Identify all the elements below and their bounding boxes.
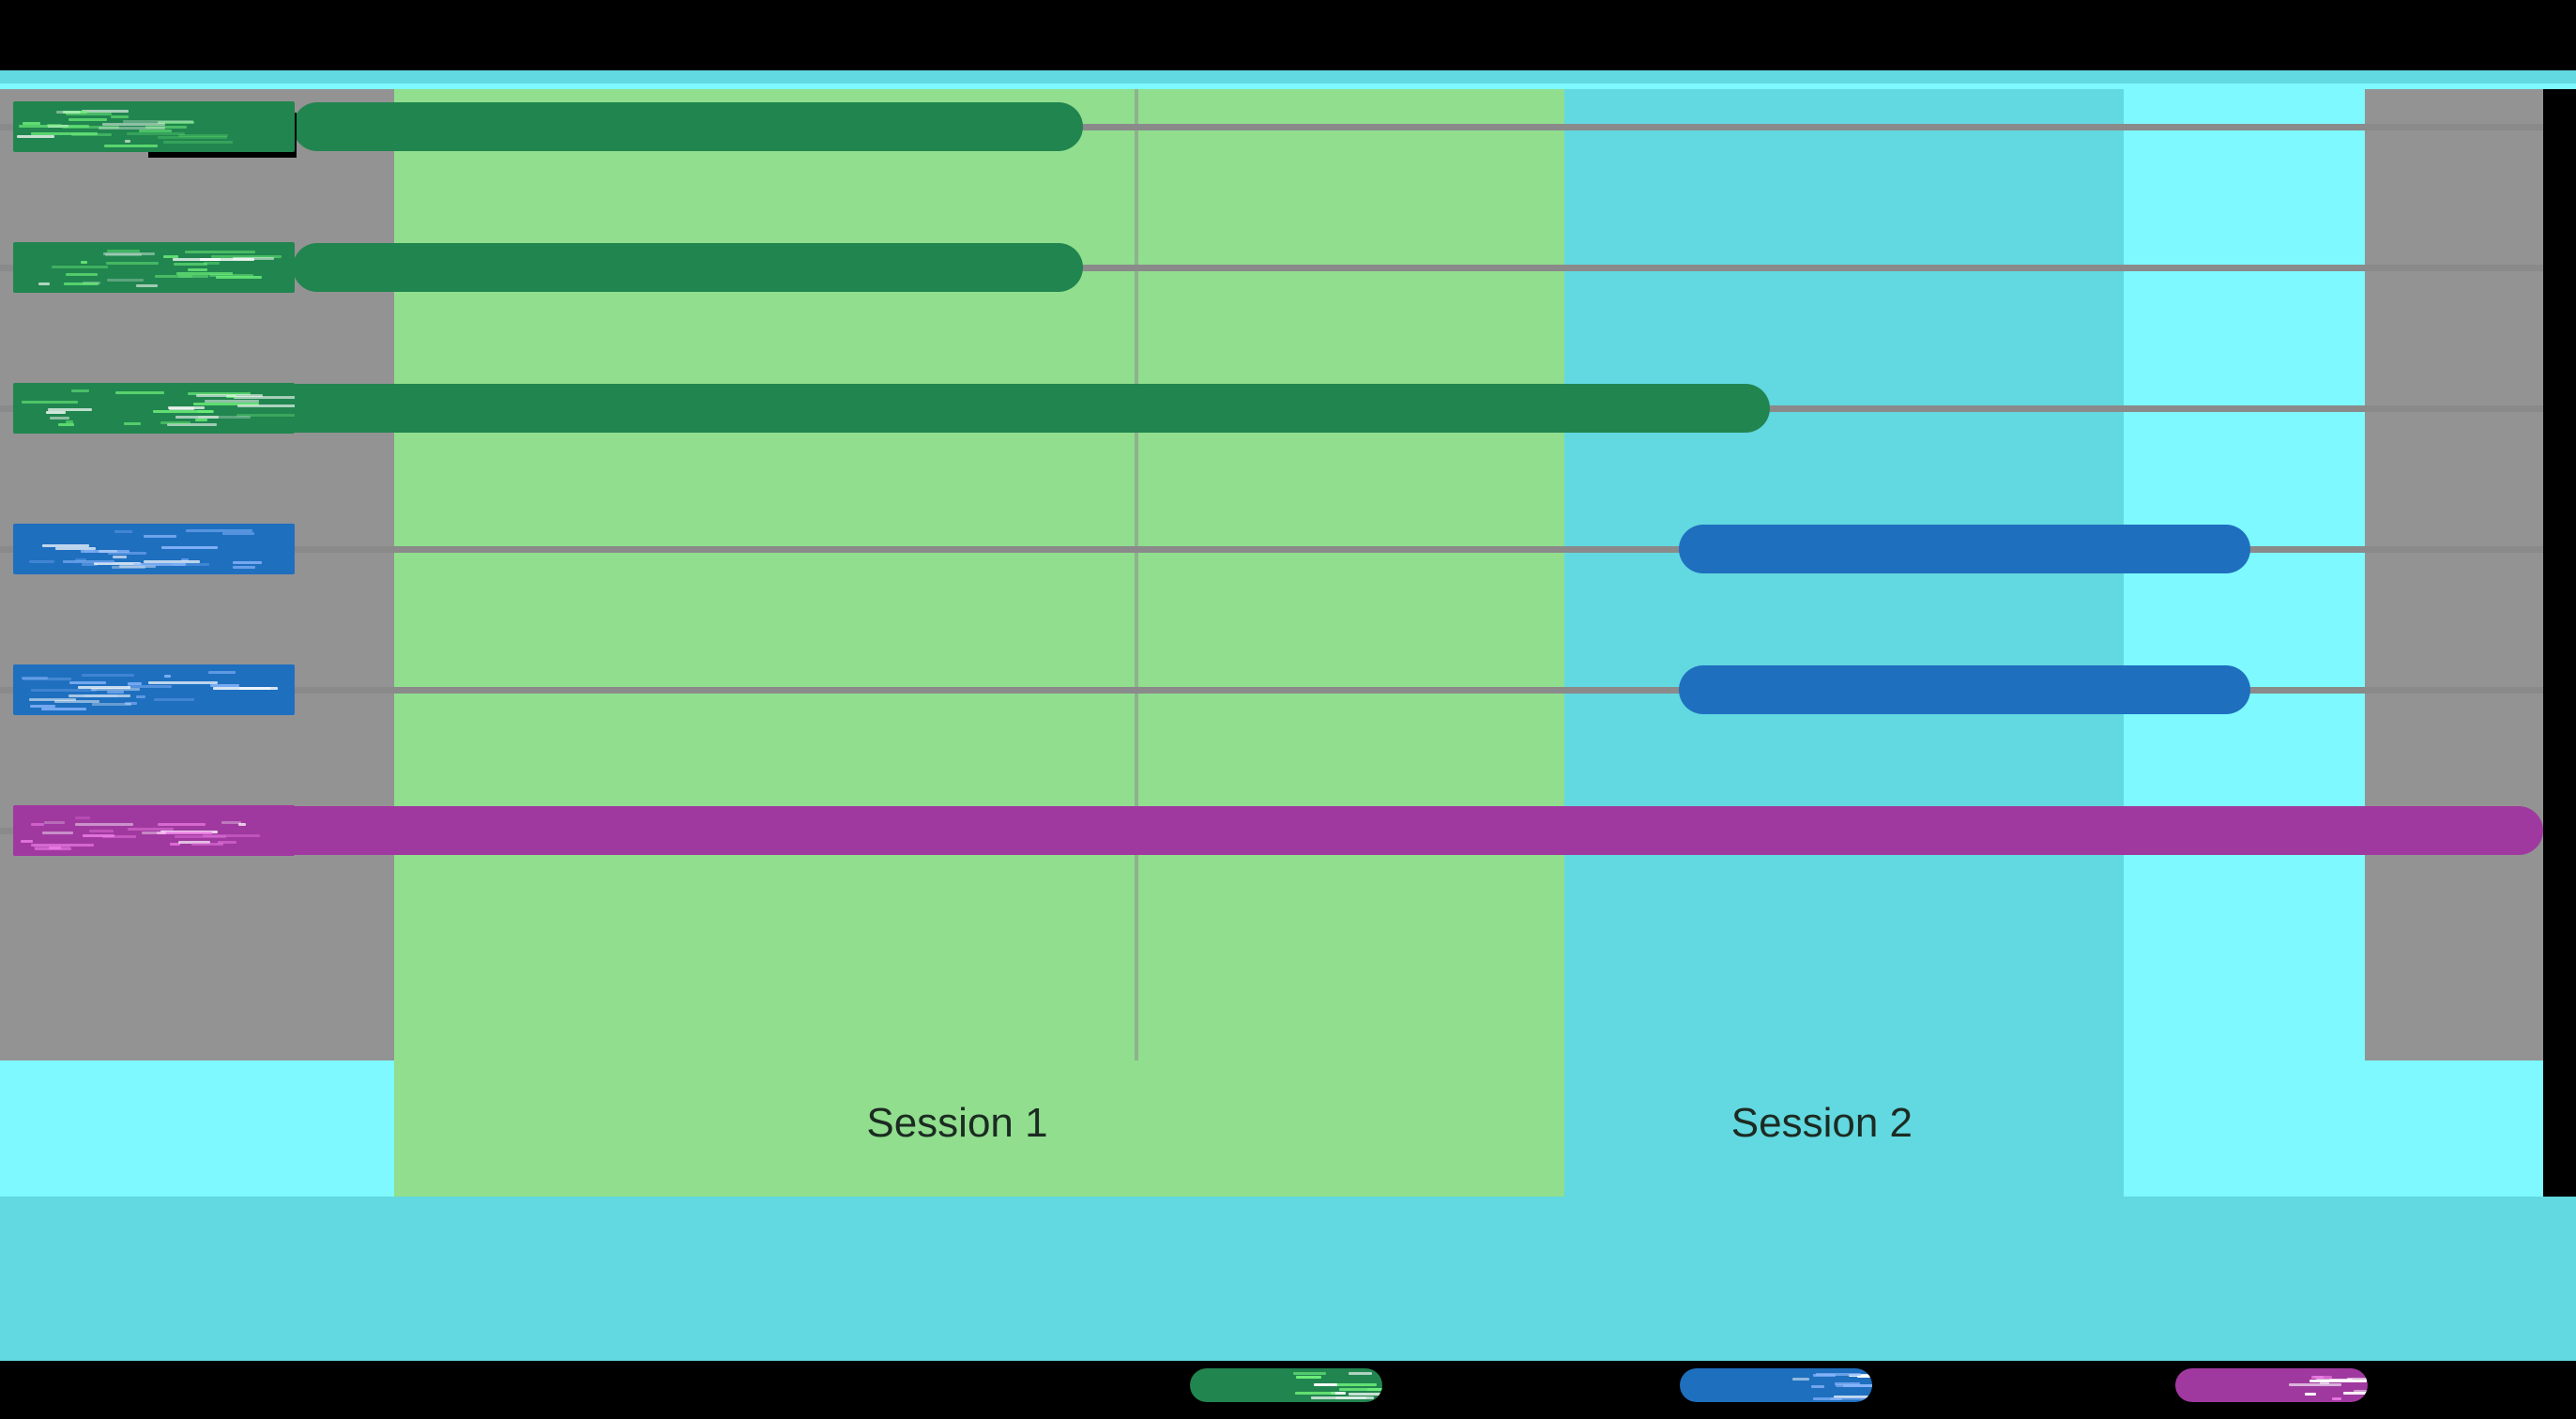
legend-item-2[interactable] [1680,1361,1924,1419]
y-tick-label-3 [13,383,295,434]
gantt-bar[interactable] [293,102,1084,151]
redaction-streaks [13,524,295,574]
gantt-bar[interactable] [1679,665,2251,714]
gantt-bar[interactable] [186,384,1770,433]
session-label-strip: Session 1 Session 2 [0,1060,2543,1197]
vertical-gridline [1135,89,1138,1060]
session-band-1 [394,89,1564,1060]
y-tick-label-1 [13,101,295,152]
session-band-3 [2124,89,2365,1060]
legend-item-1[interactable] [1190,1361,1434,1419]
gantt-bar[interactable] [1679,525,2251,573]
legend-swatch [1190,1368,1382,1402]
y-tick-label-2 [13,242,295,293]
session-strip-band-3 [2124,1060,2365,1197]
session-label-1: Session 1 [866,1100,1047,1147]
y-tick-label-6 [13,805,295,856]
redaction-streaks [13,101,295,152]
gantt-bar[interactable] [143,806,2543,855]
legend-swatch [1680,1368,1872,1402]
legend-swatch [2175,1368,2368,1402]
session-label-2: Session 2 [1731,1100,1913,1147]
top-accent-strip [0,70,2576,84]
gantt-bar[interactable] [293,243,1084,292]
y-tick-label-5 [13,664,295,715]
y-tick-label-4 [13,524,295,574]
session-band-2 [1564,89,2124,1060]
legend-item-3[interactable] [2175,1361,2419,1419]
chart-legend [0,1361,2576,1419]
redaction-streaks [13,664,295,715]
redaction-streaks [13,383,295,434]
plot-area [0,89,2543,1060]
redaction-streaks [13,805,295,856]
lower-cyan-panel [0,1197,2576,1361]
redaction-streaks [13,242,295,293]
